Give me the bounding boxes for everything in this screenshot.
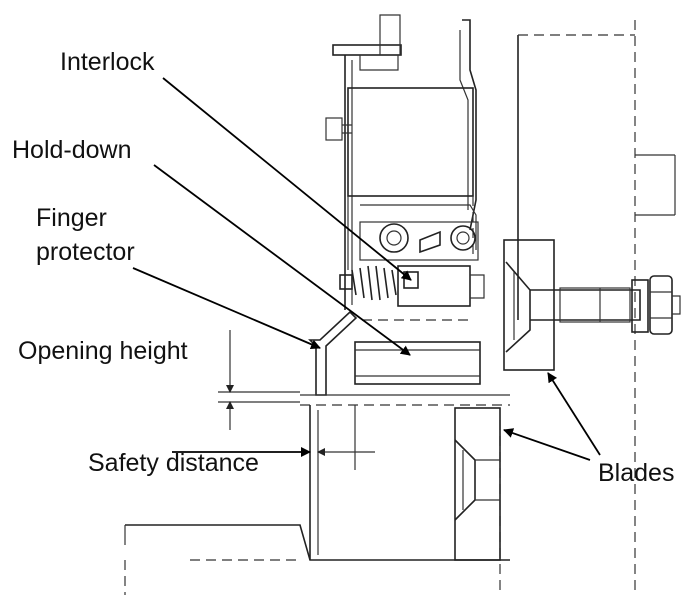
lower-blade xyxy=(454,407,501,561)
interlock-spring xyxy=(339,265,485,307)
upper-blade-assembly xyxy=(503,239,681,371)
finger-protector-label-line1: Finger xyxy=(36,204,107,232)
top-bracket xyxy=(332,14,477,310)
leader-lines xyxy=(132,77,601,461)
hold-down-block xyxy=(354,319,481,385)
safety-distance-label: Safety distance xyxy=(88,449,259,477)
opening-height-label: Opening height xyxy=(18,337,188,365)
finger-protector-label-line2: protector xyxy=(36,238,135,266)
interlock-rollers xyxy=(359,221,479,261)
blades-label: Blades xyxy=(598,459,675,487)
blades-leader-lower xyxy=(503,428,591,461)
blades-leader-upper xyxy=(547,372,601,456)
hold-down-label: Hold-down xyxy=(12,136,132,164)
finger-protector-leader xyxy=(132,267,321,350)
interlock-leader xyxy=(162,77,412,281)
opening-height-dimension xyxy=(218,330,300,430)
hold-down-leader xyxy=(153,164,411,356)
interlock-label: Interlock xyxy=(60,48,155,76)
finger-protector xyxy=(308,310,358,396)
housing xyxy=(325,87,477,270)
lower-frame xyxy=(124,394,510,595)
